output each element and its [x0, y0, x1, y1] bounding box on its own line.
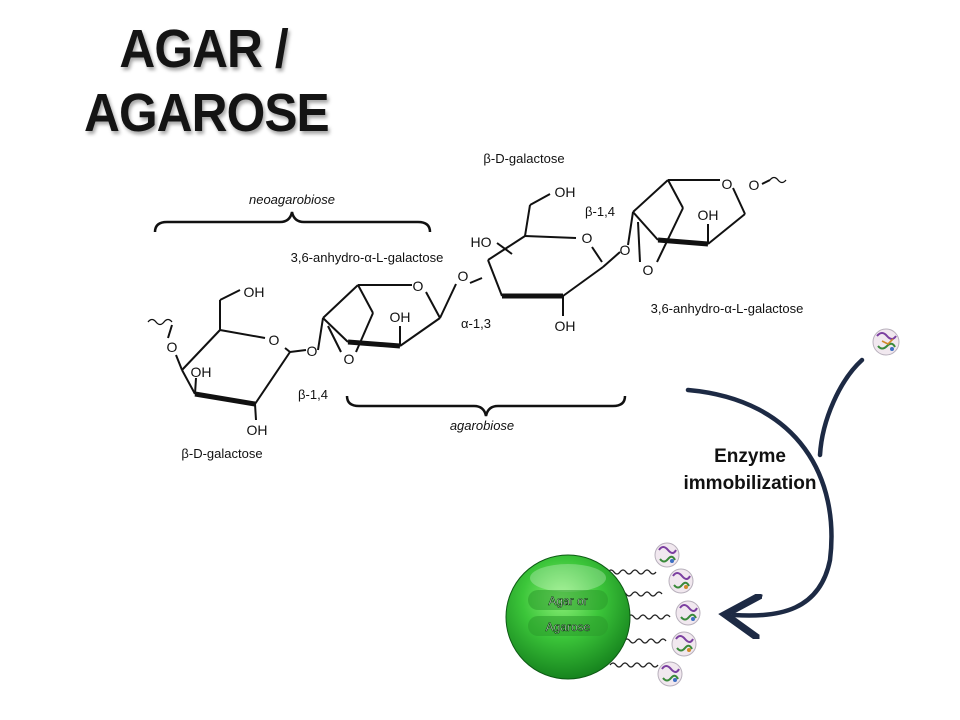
unit-label-anhydro-2: 3,6-anhydro-α-L-galactose [651, 301, 804, 316]
agarobiose-brace [345, 395, 627, 417]
atom-oh-left-ch2: OH [244, 284, 265, 300]
atom-oh-top-ch2: OH [555, 184, 576, 200]
atom-oh-anhydro-2: OH [698, 207, 719, 223]
anhydro-galactose-ring-2 [627, 176, 787, 263]
atom-o-anhydro-2-bridge: O [643, 262, 654, 278]
agar-bead: Agar or Agarose [505, 554, 631, 680]
title-line-2: AGAROSE [84, 83, 330, 143]
bound-enzyme-icon [675, 600, 701, 626]
bound-enzyme-icon [654, 542, 680, 568]
unit-label-left-galactose: β-D-galactose [181, 446, 262, 461]
atom-o-left-ring: O [269, 332, 280, 348]
bound-enzyme-icon [671, 631, 697, 657]
atom-oh-left-c2: OH [247, 422, 268, 438]
atom-o-anhydro-1-ring: O [413, 278, 424, 294]
atom-o-link-3: O [620, 242, 631, 258]
anhydro-galactose-ring-1 [317, 283, 457, 353]
atom-o-top-ring: O [582, 230, 593, 246]
atom-o-link-4: O [749, 177, 760, 193]
atom-ho-top: HO [471, 234, 492, 250]
bond-label-beta14-right: β-1,4 [585, 204, 615, 219]
enzyme-feed-arrow [817, 357, 865, 458]
neoagarobiose-brace [153, 211, 432, 233]
bound-enzyme-icon [657, 661, 683, 687]
atom-o-link-2: O [458, 268, 469, 284]
neoagarobiose-label: neoagarobiose [249, 192, 335, 207]
atom-oh-top-c2: OH [555, 318, 576, 334]
tethers [607, 569, 671, 668]
atom-o-link-1: O [307, 343, 318, 359]
unit-label-anhydro-1: 3,6-anhydro-α-L-galactose [291, 250, 444, 265]
bead-label-line2: Agarose [546, 620, 591, 634]
bead-label-line1: Agar or [548, 594, 587, 608]
unit-label-top-galactose: β-D-galactose [483, 151, 564, 166]
free-enzyme-icon [872, 328, 900, 356]
title-line-1: AGAR / [119, 19, 288, 79]
atom-oh-anhydro-1: OH [390, 309, 411, 325]
galactose-ring-left [147, 289, 307, 421]
enzyme-label-line2: immobilization [684, 473, 817, 494]
bond-label-beta14-left: β-1,4 [298, 387, 328, 402]
atom-o-left-chain: O [167, 339, 178, 355]
enzyme-label-line1: Enzyme [714, 446, 786, 467]
atom-o-anhydro-2-ring: O [722, 176, 733, 192]
atom-oh-left-c4: OH [191, 364, 212, 380]
bound-enzyme-icon [668, 568, 694, 594]
atom-o-anhydro-1-bridge: O [344, 351, 355, 367]
bond-label-alpha13: α-1,3 [461, 316, 491, 331]
immobilization-arrow [685, 387, 834, 616]
galactose-ring-top [469, 193, 621, 316]
agarobiose-label: agarobiose [450, 418, 514, 433]
